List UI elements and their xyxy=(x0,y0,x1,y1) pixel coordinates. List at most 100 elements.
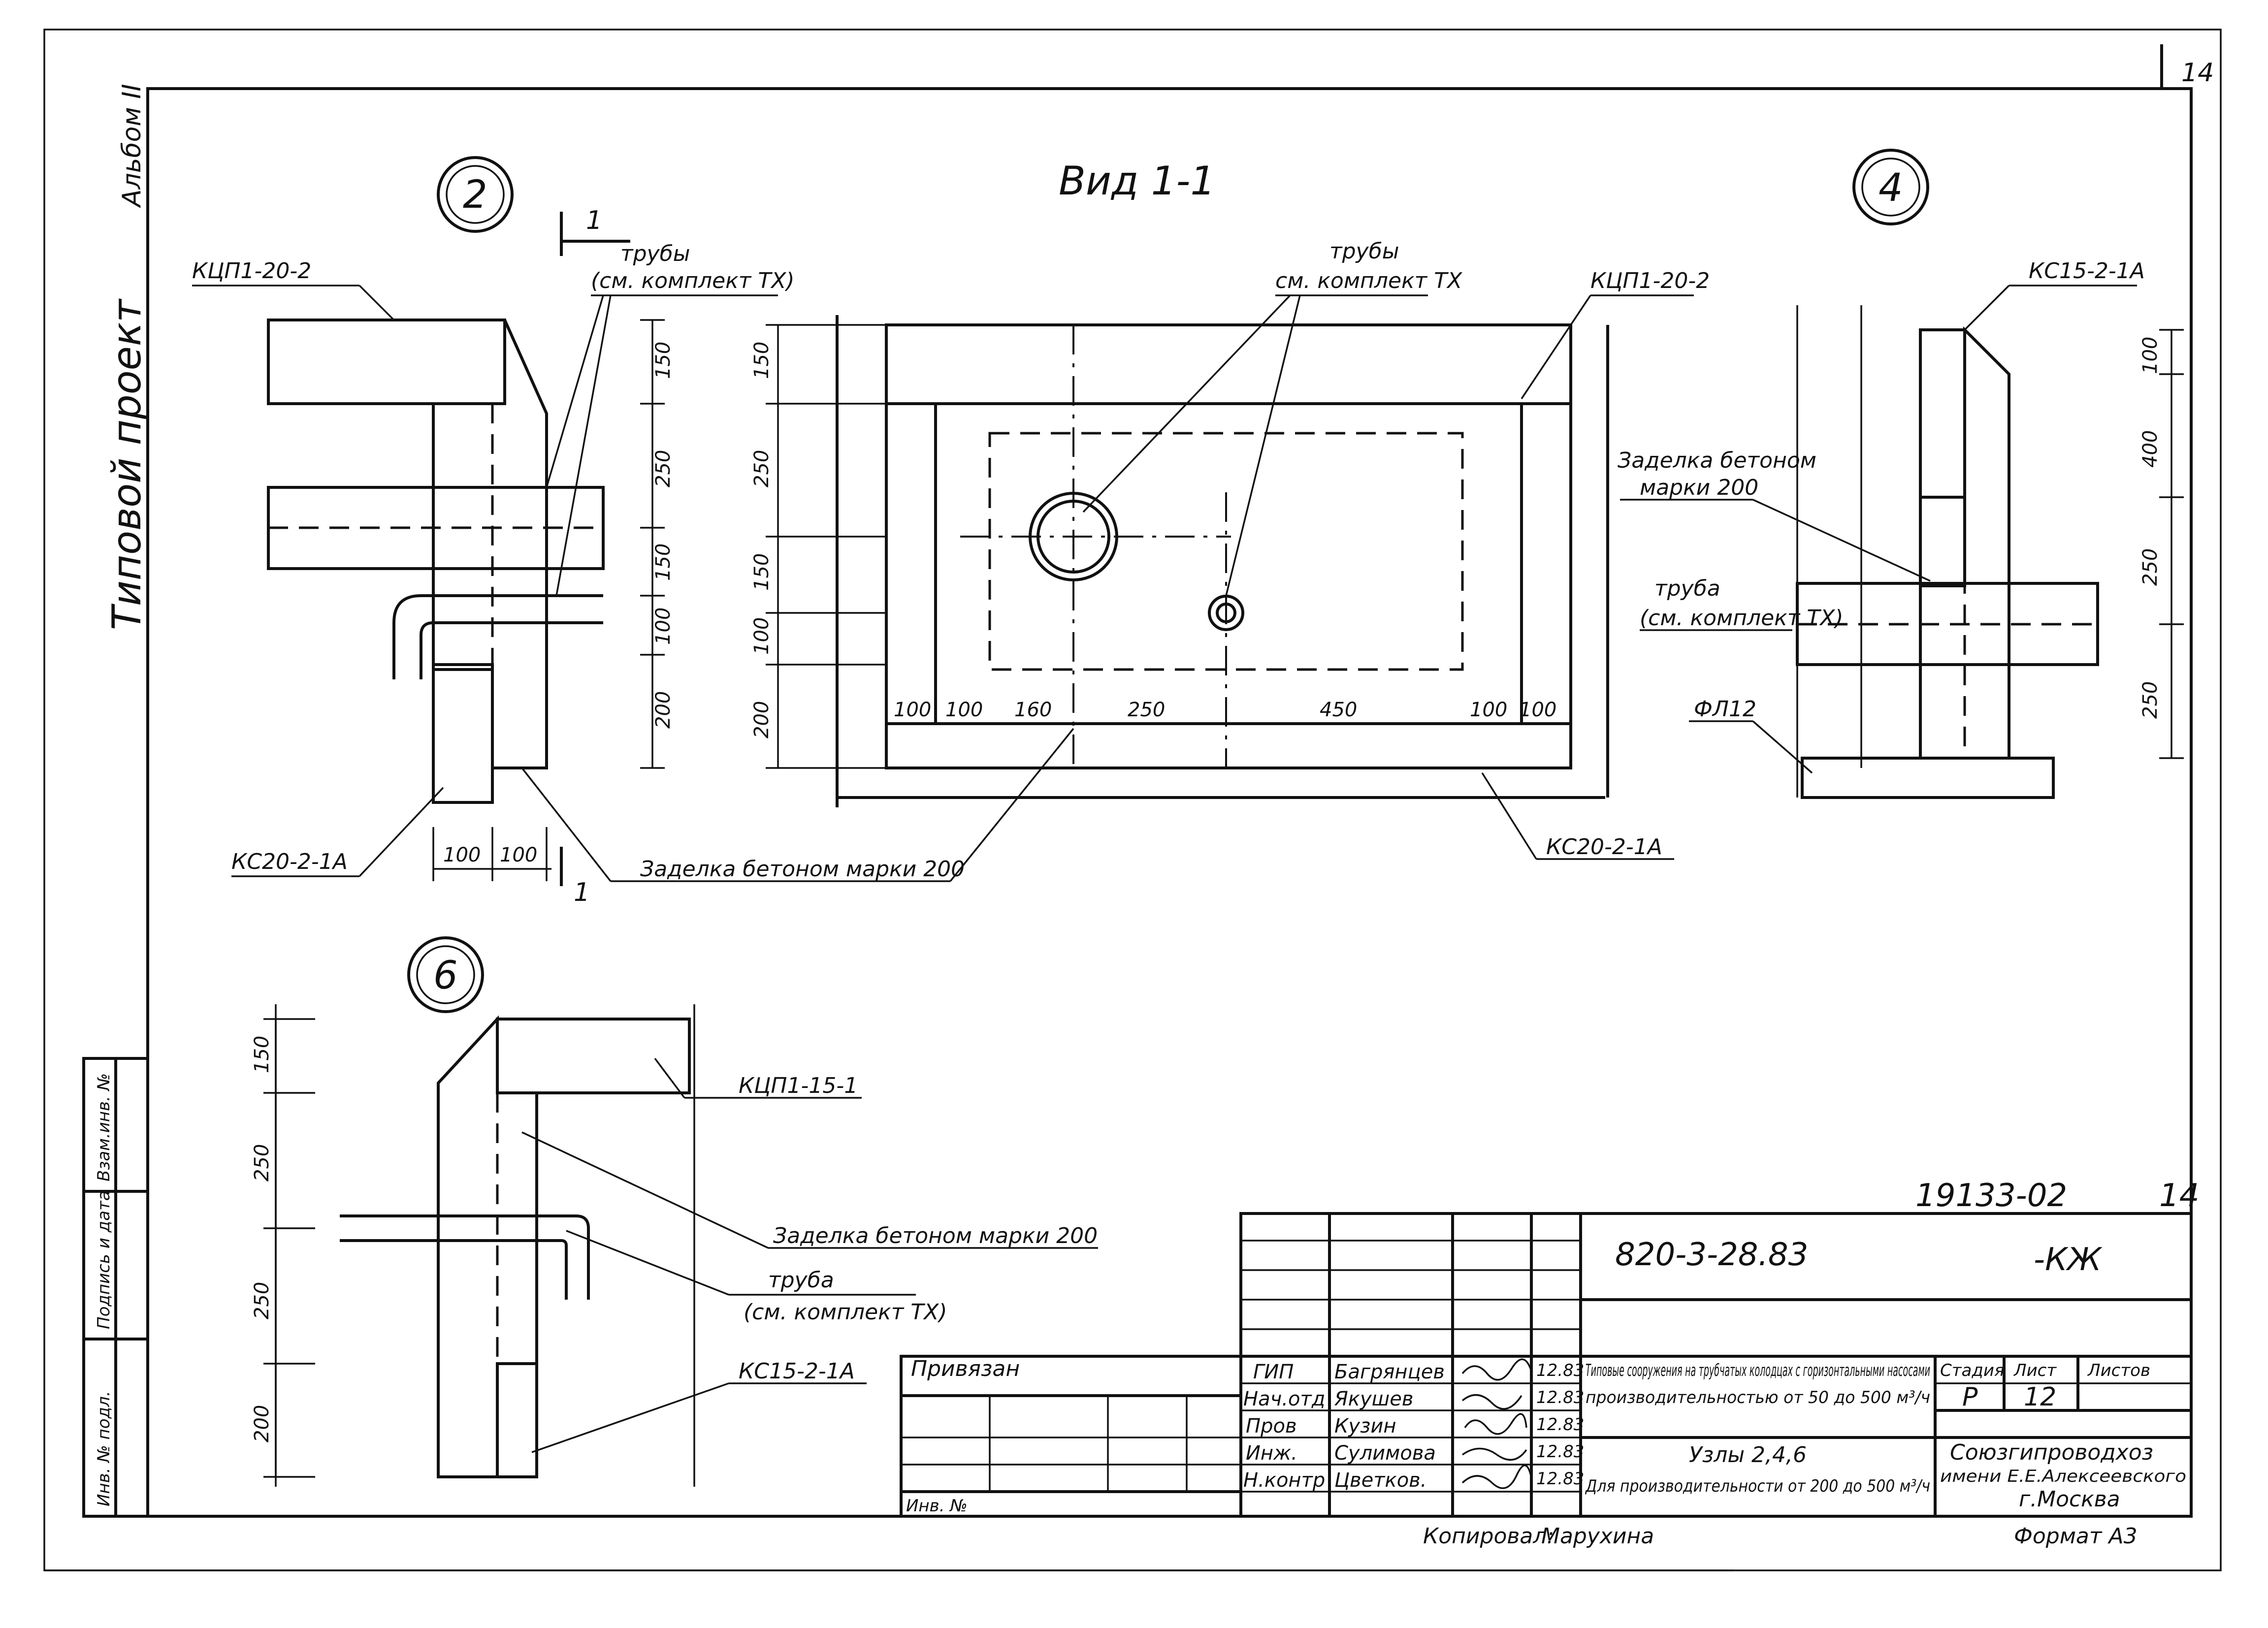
date-4: 12.83 xyxy=(1536,1469,1584,1489)
view-dim-v-2: 150 xyxy=(750,553,773,591)
view-dim-v-4: 200 xyxy=(750,701,773,738)
node-6-slab xyxy=(496,1018,691,1094)
outer-frame xyxy=(43,29,2222,1571)
stage-header: Стадия xyxy=(1940,1361,2004,1380)
node-6-label-fill: Заделка бетоном марки 200 xyxy=(773,1223,1098,1248)
node-6-marker xyxy=(407,936,484,1013)
node-6-label-bottom: КС15-2-1А xyxy=(739,1359,855,1384)
node-4-dim-v-0: 100 xyxy=(2139,337,2162,374)
node-6-label-top: КЦП1-15-1 xyxy=(739,1073,858,1098)
date-2: 12.83 xyxy=(1536,1415,1584,1435)
concrete-note-main: Заделка бетоном марки 200 xyxy=(640,857,965,882)
node-6-label-pipe-ref: (см. комплект ТХ) xyxy=(744,1300,947,1325)
view-dim-h-3: 250 xyxy=(1128,699,1165,721)
node-2-label-pipes-ref: (см. комплект ТХ) xyxy=(591,268,795,293)
node-4-marker xyxy=(1852,149,1929,225)
view-opening xyxy=(988,432,1464,671)
node-6-lower-ring xyxy=(496,1362,538,1478)
stage-value: Р xyxy=(1962,1382,1978,1412)
view-dim-h-2: 160 xyxy=(1014,699,1052,721)
archive-sheet: 14 xyxy=(2159,1178,2199,1214)
mark: -КЖ xyxy=(2034,1242,2103,1278)
node-2-label-top: КЦП1-20-2 xyxy=(192,258,311,284)
archive-number: 19133-02 xyxy=(1915,1178,2067,1214)
role-2: Пров xyxy=(1246,1415,1297,1437)
copied-label: Копировал: xyxy=(1423,1524,1554,1549)
view-dim-v-3: 100 xyxy=(750,617,773,655)
role-4: Н.контр xyxy=(1243,1469,1325,1492)
view-pipe-large xyxy=(1029,492,1118,581)
node-2-marker-text: 2 xyxy=(463,173,487,217)
margin-stamp: Инв. № подл. Подпись и дата Взам.инв. № xyxy=(82,1057,149,1518)
org-line-2: имени Е.Е.Алексеевского xyxy=(1940,1467,2186,1486)
role-4-name: Цветков. xyxy=(1334,1469,1426,1492)
sheets-header: Листов xyxy=(2087,1361,2150,1380)
node-6: 6 150 250 250 200 КЦП1-15-1 Заделка бето… xyxy=(251,936,1098,1487)
node-4-upper-ring xyxy=(1919,328,1966,499)
node-6-dim-v-2: 250 xyxy=(251,1282,273,1319)
node-4-label-fill-1: Заделка бетоном xyxy=(1618,448,1816,473)
view-dim-h-0: 100 xyxy=(894,699,931,721)
sheet-value: 12 xyxy=(2024,1382,2056,1412)
node-6-marker-text: 6 xyxy=(433,954,458,998)
node-2-small-pipe xyxy=(392,594,603,679)
view-body xyxy=(885,323,1572,769)
designation: 820-3-28.83 xyxy=(1615,1237,1808,1273)
date-0: 12.83 xyxy=(1536,1361,1584,1380)
role-0-name: Багрянцев xyxy=(1334,1361,1445,1383)
node-2: 2 150 250 150 100 200 xyxy=(192,156,795,907)
role-0: ГИП xyxy=(1253,1361,1294,1383)
role-3-name: Сулимова xyxy=(1334,1442,1436,1465)
project-title-2: производительностью от 50 до 500 м³/ч xyxy=(1586,1388,1930,1407)
node-4-label-pipe-ref: (см. комплект ТХ) xyxy=(1640,606,1844,631)
node-4-label-top: КС15-2-1А xyxy=(2029,258,2145,284)
view-label-pipes: трубы xyxy=(1329,239,1399,264)
node-2-dim-v-1: 250 xyxy=(652,450,675,487)
sheet-header: Лист xyxy=(2013,1361,2057,1380)
node-4-label-bottom: ФЛ12 xyxy=(1694,697,1756,722)
node-4-dim-v-1: 400 xyxy=(2139,430,2162,468)
view-pipe-small xyxy=(1208,595,1244,631)
node-6-dim-v-3: 200 xyxy=(251,1405,273,1442)
node-2-wall xyxy=(432,319,548,769)
sheet-title-2: Для производительности от 200 до 500 м³/… xyxy=(1585,1476,1930,1496)
node-4-foundation xyxy=(1801,757,2055,799)
role-3: Инж. xyxy=(1246,1442,1297,1465)
margin-project-text: Типовой проект xyxy=(104,298,150,630)
node-6-dim-v-0: 150 xyxy=(251,1036,273,1073)
role-1: Нач.отд xyxy=(1243,1388,1325,1410)
node-6-label-pipe: труба xyxy=(768,1268,834,1293)
view-title: Вид 1-1 xyxy=(1059,158,1215,204)
node-4-label-pipe: труба xyxy=(1654,576,1720,601)
view-dim-h-1: 100 xyxy=(945,699,983,721)
node-2-dim-h-0: 100 xyxy=(443,844,481,866)
node-4-dim-v-3: 250 xyxy=(2139,681,2162,719)
stamp-label-repl: Взам.инв. № xyxy=(94,1073,114,1181)
node-4: 4 100 400 250 250 КС15-2-1А Заделка бето… xyxy=(1618,149,2184,799)
node-6-wall xyxy=(437,1015,538,1478)
stamp-label-inv: Инв. № подл. xyxy=(94,1391,114,1506)
node-2-label-bottom: КС20-2-1А xyxy=(231,849,348,874)
node-2-slab xyxy=(267,319,506,405)
node-2-dim-h-1: 100 xyxy=(500,844,537,866)
node-2-dim-v-3: 100 xyxy=(652,607,675,645)
view-dim-h-6: 100 xyxy=(1519,699,1556,721)
node-2-lower-ring xyxy=(432,663,494,804)
node-6-pipe xyxy=(340,1214,590,1300)
role-1-name: Якушев xyxy=(1334,1388,1413,1410)
node-2-dim-v-2: 150 xyxy=(652,543,675,581)
org-line-1: Союзгипроводхоз xyxy=(1950,1440,2153,1465)
view-dim-h-5: 100 xyxy=(1470,699,1507,721)
node-4-dim-v-2: 250 xyxy=(2139,548,2162,586)
node-2-dim-v-0: 150 xyxy=(652,342,675,379)
view-dim-v-1: 250 xyxy=(750,450,773,487)
node-2-marker xyxy=(437,156,514,233)
node-2-dim-v-4: 200 xyxy=(652,691,675,729)
node-4-marker-text: 4 xyxy=(1879,166,1903,210)
node-2-label-pipes: трубы xyxy=(620,241,690,266)
page-number: 14 xyxy=(2181,58,2214,88)
view-dim-v-0: 150 xyxy=(750,342,773,379)
tied-label: Привязан xyxy=(911,1356,1020,1381)
title-block: 19133-02 14 820-3-28.83 -КЖ Ст xyxy=(900,1178,2199,1549)
